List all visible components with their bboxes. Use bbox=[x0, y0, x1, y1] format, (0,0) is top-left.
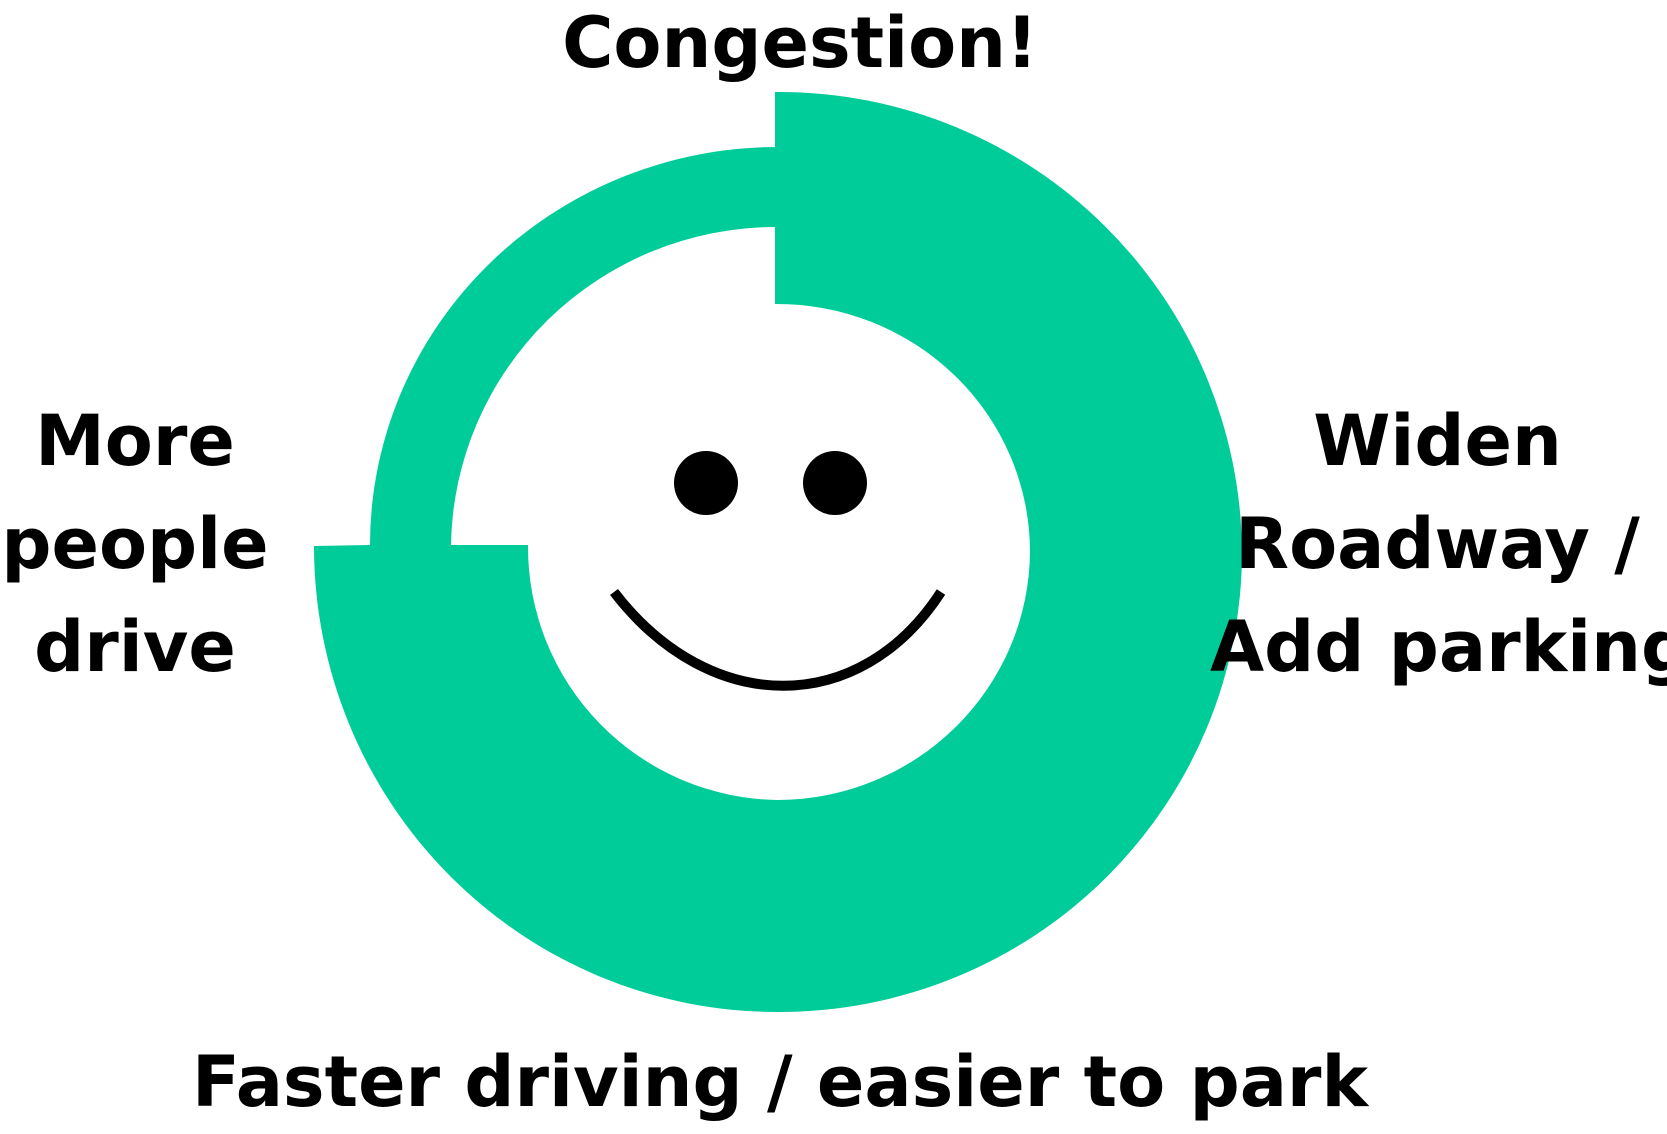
circular-arrow-icon bbox=[314, 91, 1242, 1013]
label-more-people-drive-line-3: drive bbox=[34, 606, 236, 688]
label-faster-driving-text: Faster driving / easier to park bbox=[191, 1041, 1369, 1123]
label-more-people-drive: More people drive bbox=[0, 390, 270, 699]
label-congestion-text: Congestion! bbox=[562, 2, 1038, 84]
label-more-people-drive-line-1: More bbox=[35, 400, 235, 482]
label-widen-roadway-line-2: Roadway / bbox=[1235, 503, 1640, 585]
label-more-people-drive-line-2: people bbox=[1, 503, 269, 585]
label-faster-driving: Faster driving / easier to park bbox=[160, 1031, 1400, 1134]
right-eye-icon bbox=[803, 451, 867, 515]
label-congestion: Congestion! bbox=[480, 0, 1120, 95]
label-widen-roadway-line-1: Widen bbox=[1313, 400, 1562, 482]
smile-mouth-icon bbox=[610, 588, 946, 691]
left-eye-icon bbox=[674, 451, 738, 515]
smiley-face-icon bbox=[610, 451, 946, 691]
label-widen-roadway-line-3: Add parking bbox=[1210, 606, 1667, 688]
label-widen-roadway: Widen Roadway / Add parking bbox=[1210, 390, 1667, 699]
